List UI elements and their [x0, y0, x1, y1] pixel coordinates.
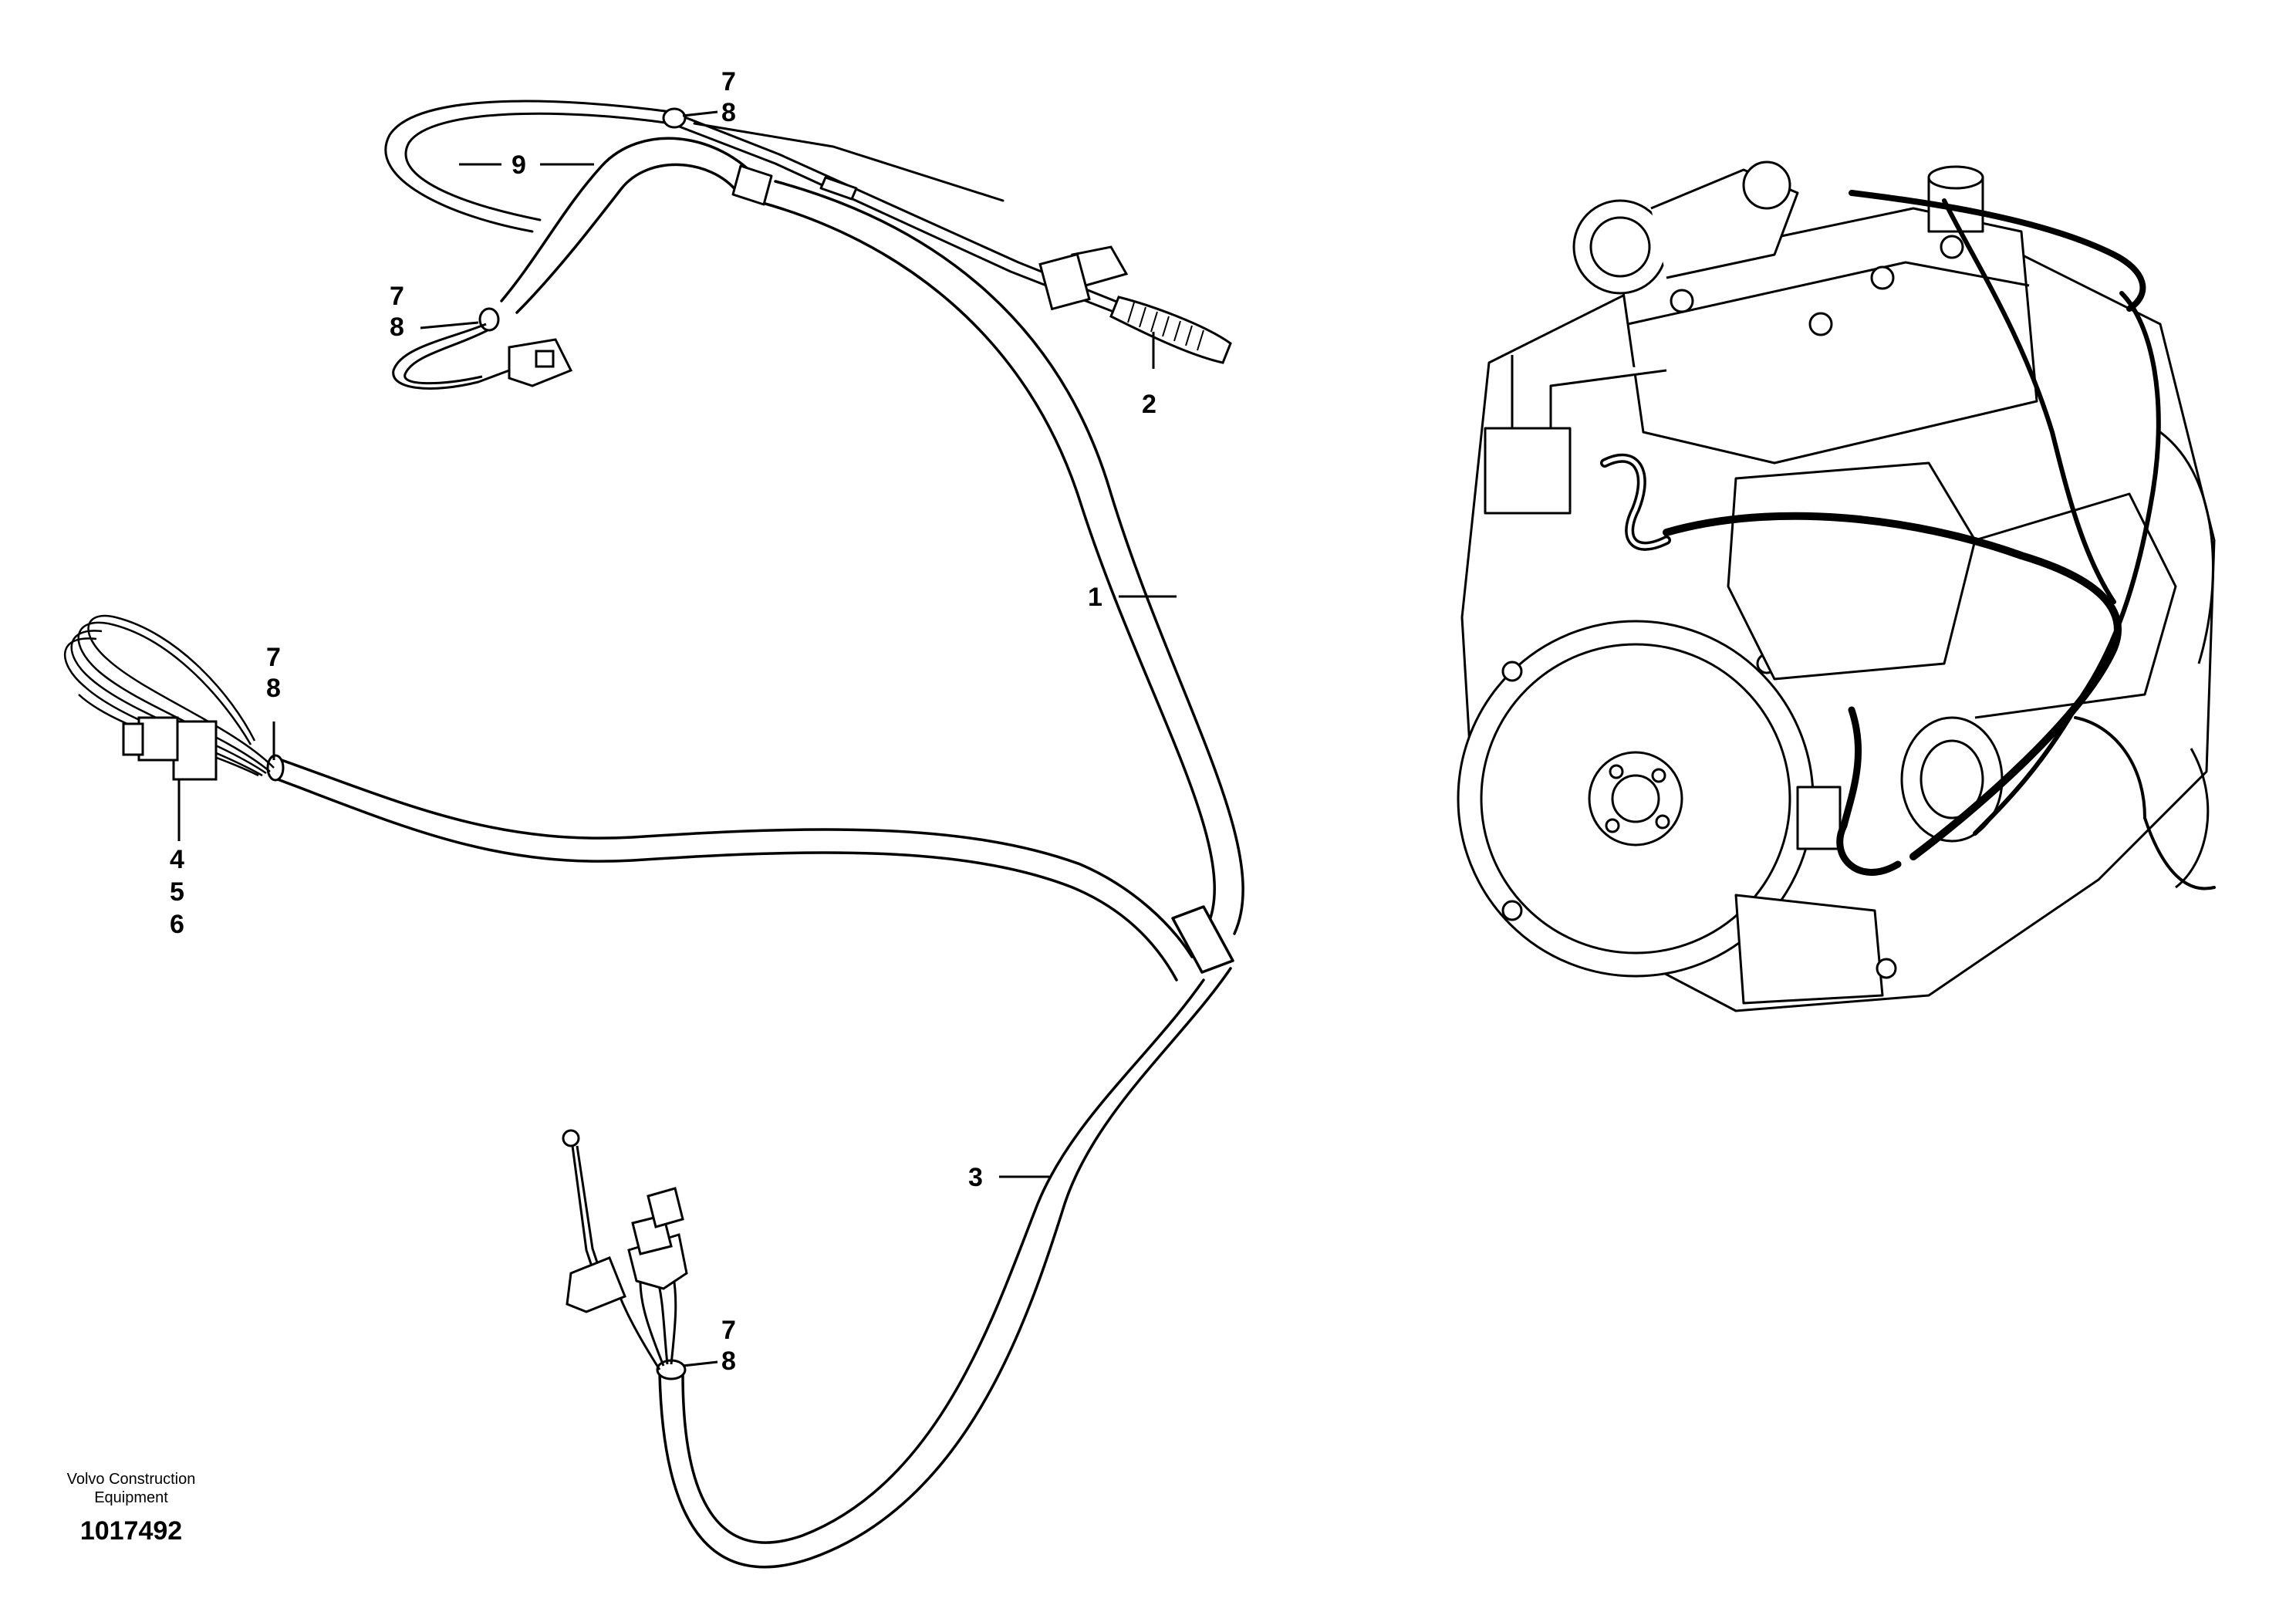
- callout-8-bottom: 8: [721, 1347, 736, 1376]
- callout-1: 1: [1088, 583, 1102, 612]
- callout-8-mid: 8: [266, 674, 281, 703]
- harness-branch-left: [276, 759, 1194, 982]
- harness-branch-3: [658, 967, 1232, 1569]
- junction-tab: [731, 164, 773, 206]
- leader-lines: [177, 110, 1177, 1367]
- thin-cable-loop: [384, 100, 1174, 335]
- harness-drawing: [266, 100, 1244, 1569]
- callout-8-top: 8: [721, 98, 736, 127]
- callout-4: 4: [170, 845, 184, 874]
- callout-7-top: 7: [721, 67, 736, 96]
- bottom-connector-cluster: [562, 1129, 688, 1370]
- company-name-line-2: Equipment: [94, 1489, 168, 1506]
- document-number: 1017492: [79, 1516, 183, 1546]
- callout-7-left: 7: [390, 282, 404, 311]
- callout-8-left: 8: [390, 313, 404, 342]
- inline-fuse: [819, 176, 858, 201]
- callout-9: 9: [512, 150, 526, 180]
- callout-numbers: 1 2 3 4 5 6 7 8 9 7 8 7 8 7 8: [170, 67, 1156, 1376]
- company-name-line-1: Volvo Construction: [66, 1471, 196, 1488]
- callout-7-mid: 7: [266, 643, 281, 672]
- callout-2: 2: [1142, 390, 1156, 419]
- sleeve-marks: [266, 107, 687, 1380]
- engine-illustration: [1457, 161, 2216, 1012]
- callout-5: 5: [170, 877, 184, 907]
- diagram-caption: Volvo Construction Equipment 1017492: [31, 1470, 231, 1546]
- sensor-item-2: [1038, 245, 1232, 364]
- connector-item-4-5-6: [64, 614, 275, 833]
- harness-branch-1: [758, 180, 1244, 935]
- harness-branch-9: [500, 137, 761, 314]
- callout-6: 6: [170, 910, 184, 939]
- junction-sleeve: [1171, 905, 1234, 974]
- engine-harness: [1600, 190, 2216, 890]
- callout-7-bottom: 7: [721, 1316, 736, 1345]
- callout-3: 3: [968, 1163, 983, 1192]
- loop-connector: [392, 323, 573, 390]
